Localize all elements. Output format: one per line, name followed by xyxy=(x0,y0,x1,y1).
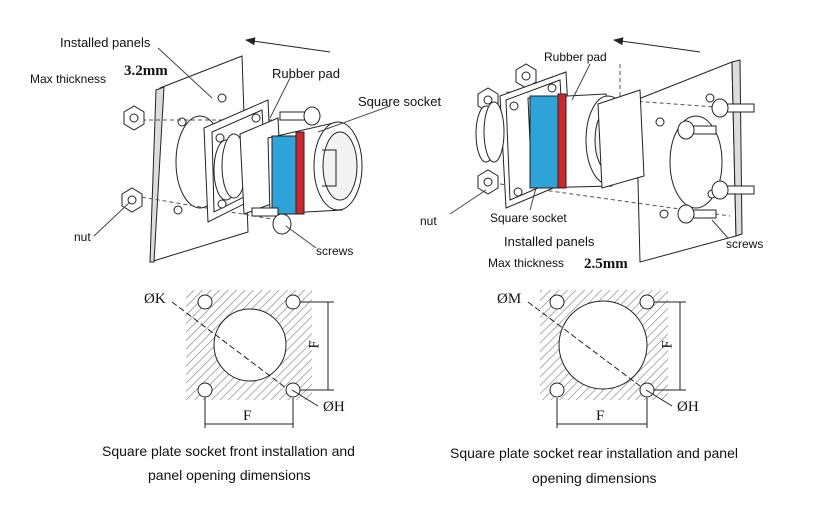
right-diameter-m-label: ØM xyxy=(497,291,522,307)
left-direction-arrow xyxy=(245,37,331,53)
right-blue-rubber-band xyxy=(529,95,559,189)
right-installed-panels-label: Installed panels xyxy=(504,234,595,249)
left-screws-label: screws xyxy=(316,244,354,258)
left-caption-line1: Square plate socket front installation a… xyxy=(102,443,355,459)
right-square-socket-label: Square socket xyxy=(490,211,567,225)
right-caption-line2: opening dimensions xyxy=(532,470,657,486)
left-screw-top xyxy=(279,106,321,126)
right-height-f-label: F xyxy=(659,340,676,349)
left-hole-h-label: ØH xyxy=(323,399,345,415)
left-installed-panels-label: Installed panels xyxy=(60,35,151,50)
left-nut-label: nut xyxy=(74,230,91,244)
left-height-f-label: F xyxy=(306,340,323,349)
right-hole-h-label: ØH xyxy=(677,399,699,415)
right-screws-label: screws xyxy=(726,237,764,251)
left-caption-line2: panel opening dimensions xyxy=(148,467,311,483)
left-thickness-value: 3.2mm xyxy=(124,63,168,79)
left-rubber-pad-label: Rubber pad xyxy=(272,66,340,81)
right-side-f-label: F xyxy=(596,408,605,424)
left-square-socket-label: Square socket xyxy=(358,94,442,109)
right-installation-drawing xyxy=(449,37,755,263)
left-diameter-k-label: ØK xyxy=(144,291,166,307)
left-nut-top xyxy=(123,105,145,131)
left-red-seal-ring xyxy=(295,131,305,215)
left-screw-bottom xyxy=(251,207,292,235)
right-red-seal-ring xyxy=(557,93,567,189)
left-max-thickness-label: Max thickness xyxy=(30,72,107,86)
right-max-thickness-label: Max thickness xyxy=(488,256,565,270)
left-installation-drawing xyxy=(93,37,391,263)
right-nut-upper xyxy=(515,63,537,89)
right-panel-opening-drawing xyxy=(527,290,686,428)
left-panel-opening-drawing xyxy=(171,290,334,428)
right-nut-bottom xyxy=(477,169,499,195)
right-direction-arrow xyxy=(613,37,701,53)
left-blue-rubber-band xyxy=(271,135,297,215)
right-caption-line1: Square plate socket rear installation an… xyxy=(450,445,738,461)
left-nut-bottom xyxy=(121,187,143,213)
right-screws xyxy=(677,98,755,224)
right-nut-label: nut xyxy=(420,214,437,228)
right-rubber-pad-label: Rubber pad xyxy=(544,50,607,64)
right-thickness-value: 2.5mm xyxy=(584,256,628,272)
left-side-f-label: F xyxy=(243,408,252,424)
